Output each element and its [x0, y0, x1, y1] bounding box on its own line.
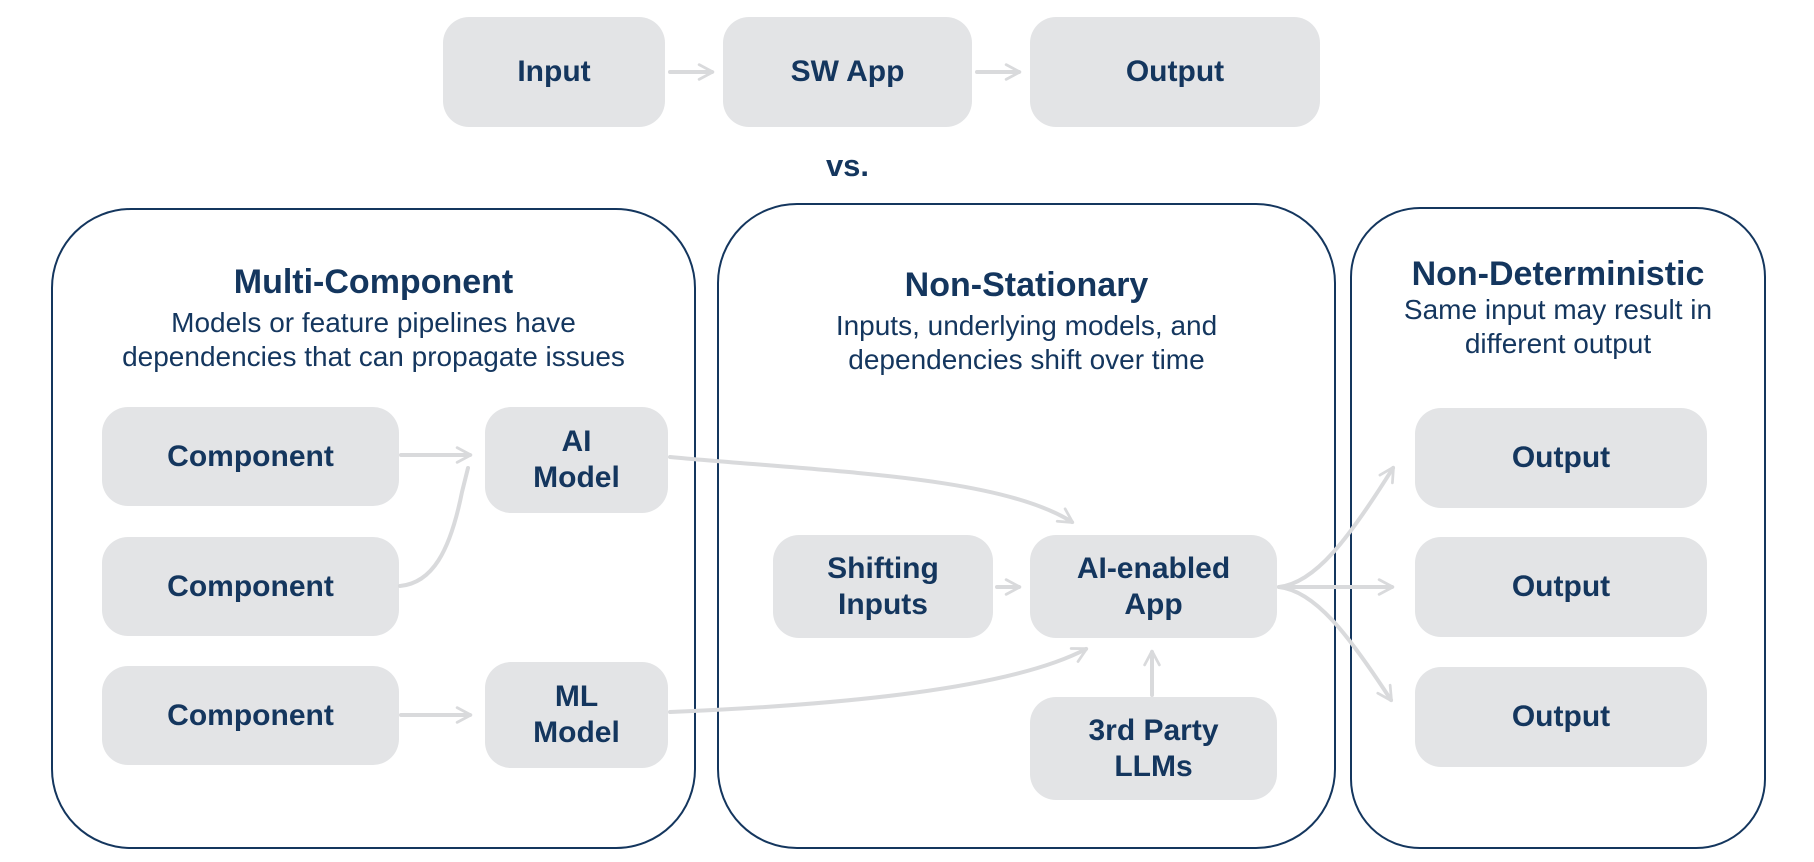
sw-app-node-label: SW App — [790, 55, 905, 88]
subtitle-line: Models or feature pipelines have — [171, 307, 576, 338]
output-node: Output — [1030, 17, 1320, 127]
shifting-inputs-node: Shifting Inputs — [773, 535, 993, 638]
ai-model-label-line2: Model — [533, 461, 620, 494]
multi-component-panel: Multi-Component Models or feature pipeli… — [51, 208, 696, 849]
output-node-label: Output — [1511, 570, 1611, 603]
ml-model-label-line2: Model — [533, 716, 620, 749]
input-node: Input — [443, 17, 665, 127]
subtitle-line: dependencies that can propagate issues — [122, 341, 625, 372]
non-stationary-subtitle: Inputs, underlying models, and dependenc… — [719, 309, 1334, 377]
component-node-2: Component — [102, 537, 399, 636]
ai-enabled-app-label-line2: App — [1124, 587, 1183, 621]
subtitle-line: different output — [1464, 328, 1652, 359]
component-node-3: Component — [102, 666, 399, 765]
multi-component-title: Multi-Component — [233, 263, 514, 301]
subtitle-line: Same input may result in — [1403, 294, 1713, 325]
output-node-3: Output — [1415, 667, 1707, 767]
output-node-label: Output — [1511, 700, 1611, 733]
ai-model-node: AI Model — [485, 407, 668, 513]
output-node-2: Output — [1415, 537, 1707, 637]
third-party-llms-label-line1: 3rd Party — [1088, 713, 1219, 747]
sw-app-node: SW App — [723, 17, 972, 127]
non-deterministic-subtitle: Same input may result in different outpu… — [1352, 293, 1764, 361]
non-stationary-panel: Non-Stationary Inputs, underlying models… — [717, 203, 1336, 849]
component-node-label: Component — [167, 439, 334, 473]
ml-model-label-line1: ML — [554, 680, 599, 713]
ai-enabled-app-label-line1: AI-enabled — [1076, 551, 1231, 585]
subtitle-line: dependencies shift over time — [848, 344, 1205, 375]
component-node-label: Component — [167, 698, 334, 732]
output-node-1: Output — [1415, 408, 1707, 508]
shifting-inputs-label-line1: Shifting — [827, 551, 939, 585]
third-party-llms-label-line2: LLMs — [1114, 749, 1193, 783]
multi-component-subtitle: Models or feature pipelines have depende… — [53, 306, 694, 374]
vs-label: vs. — [825, 148, 870, 183]
subtitle-line: Inputs, underlying models, and — [835, 310, 1218, 341]
non-deterministic-title: Non-Deterministic — [1411, 255, 1705, 293]
ai-enabled-app-node: AI-enabled App — [1030, 535, 1277, 638]
ml-model-node: ML Model — [485, 662, 668, 768]
output-node-label: Output — [1511, 441, 1611, 474]
output-node-label: Output — [1125, 55, 1225, 88]
ai-model-label-line1: AI — [561, 425, 592, 458]
shifting-inputs-label-line2: Inputs — [838, 587, 928, 621]
component-node-1: Component — [102, 407, 399, 506]
input-node-label: Input — [517, 55, 591, 88]
component-node-label: Component — [167, 569, 334, 603]
third-party-llms-node: 3rd Party LLMs — [1030, 697, 1277, 800]
non-stationary-title: Non-Stationary — [904, 266, 1149, 304]
